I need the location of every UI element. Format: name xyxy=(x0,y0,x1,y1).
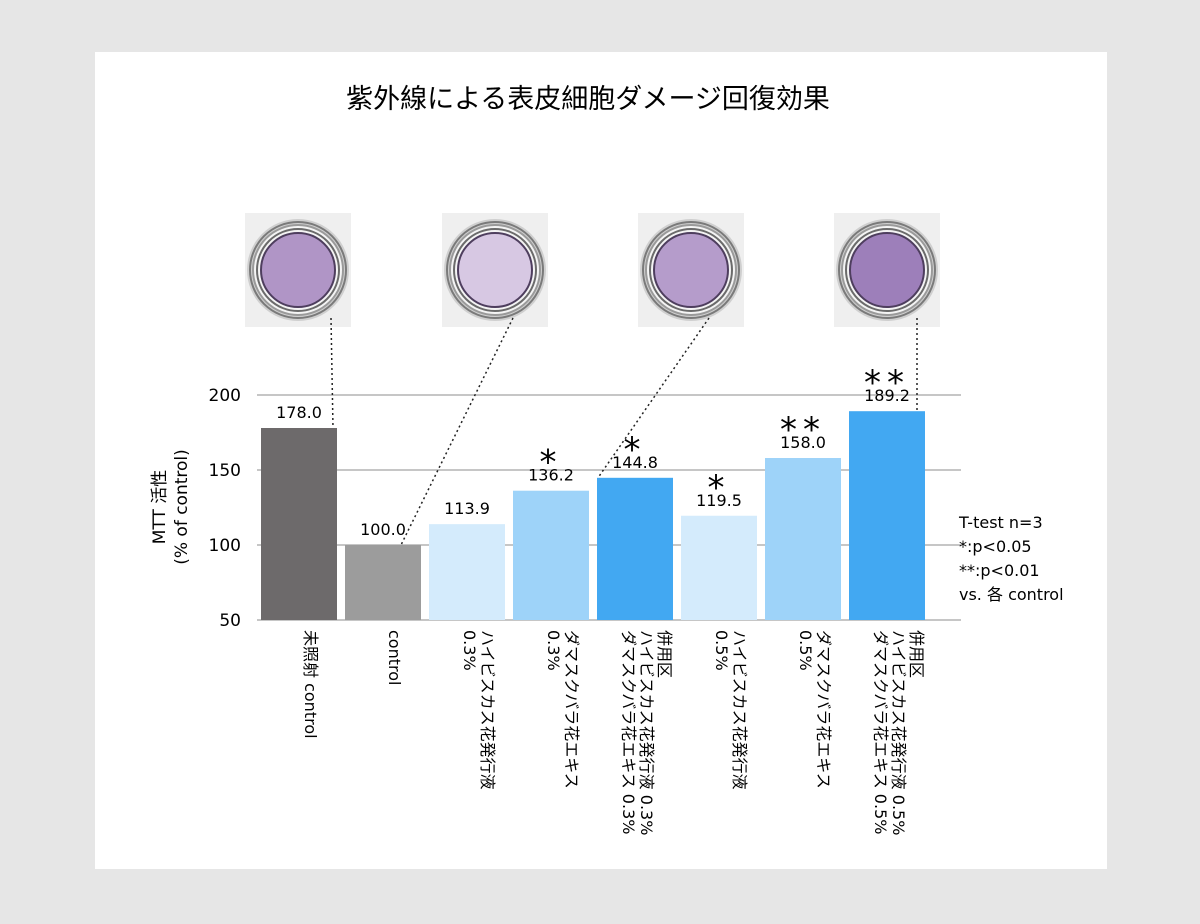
y-axis-label-line1: MTT 活性 xyxy=(150,470,170,545)
y-tick-label: 200 xyxy=(209,386,241,406)
bar xyxy=(765,458,841,620)
chart-title: 紫外線による表皮細胞ダメージ回復効果 xyxy=(346,84,830,115)
significance-marker: ** xyxy=(780,410,826,450)
bar xyxy=(597,477,673,620)
y-axis-label-line2: (% of control) xyxy=(172,449,192,565)
well-image xyxy=(638,213,744,327)
category-label: 0.3% xyxy=(544,630,563,671)
category-label: control xyxy=(385,630,404,685)
well-image xyxy=(834,213,940,327)
significance-marker: ** xyxy=(864,363,910,403)
y-tick-label: 100 xyxy=(209,536,241,556)
category-label: ダマスクバラ花エキス xyxy=(814,630,833,789)
category-label: ハイビスカス花発行液 xyxy=(478,630,497,790)
bar xyxy=(681,515,757,620)
significance-marker: * xyxy=(540,443,563,483)
annotation-text: vs. 各 control xyxy=(959,585,1064,604)
data-label: 113.9 xyxy=(444,499,490,518)
well-connector xyxy=(400,317,514,546)
category-label: ダマスクバラ花エキス 0.5% xyxy=(871,630,890,834)
data-label: 178.0 xyxy=(276,403,322,422)
category-label: ハイビスカス花発行液 0.3% xyxy=(637,630,656,835)
category-label: 併用区 xyxy=(655,630,674,678)
category-label: 0.5% xyxy=(712,630,731,671)
annotation-text: **:p<0.01 xyxy=(959,561,1040,580)
bar xyxy=(429,524,505,620)
data-label: 100.0 xyxy=(360,520,406,539)
y-tick-label: 50 xyxy=(219,611,241,631)
data-label: 144.8 xyxy=(612,453,658,472)
category-label: 0.5% xyxy=(796,630,815,671)
category-label: ダマスクバラ花エキス xyxy=(562,630,581,789)
annotation-text: *:p<0.05 xyxy=(959,537,1032,556)
annotation-text: T-test n=3 xyxy=(958,513,1043,532)
data-label: 189.2 xyxy=(864,386,910,405)
chart-card: 紫外線による表皮細胞ダメージ回復効果 50 100 150 200 178.0 100.0… xyxy=(95,52,1107,869)
data-label: 136.2 xyxy=(528,466,574,485)
category-label: ハイビスカス花発行液 0.5% xyxy=(889,630,908,835)
well-image xyxy=(442,213,548,327)
category-label: ダマスクバラ花エキス 0.3% xyxy=(619,630,638,834)
bar xyxy=(345,545,421,620)
category-label: ハイビスカス花発行液 xyxy=(730,630,749,790)
bar xyxy=(261,428,337,620)
data-label: 119.5 xyxy=(696,491,742,510)
bar xyxy=(849,411,925,620)
significance-marker: * xyxy=(624,430,647,470)
bar xyxy=(513,490,589,620)
chart-canvas: 紫外線による表皮細胞ダメージ回復効果 50 100 150 200 178.0 100.0… xyxy=(150,84,1064,835)
data-label: 158.0 xyxy=(780,433,826,452)
well-image xyxy=(245,213,351,327)
category-label: 未照射 control xyxy=(301,630,320,739)
significance-marker: * xyxy=(708,468,731,508)
category-label: 併用区 xyxy=(907,630,926,678)
y-tick-label: 150 xyxy=(209,461,241,481)
well-connector xyxy=(330,317,334,429)
category-label: 0.3% xyxy=(460,630,479,671)
